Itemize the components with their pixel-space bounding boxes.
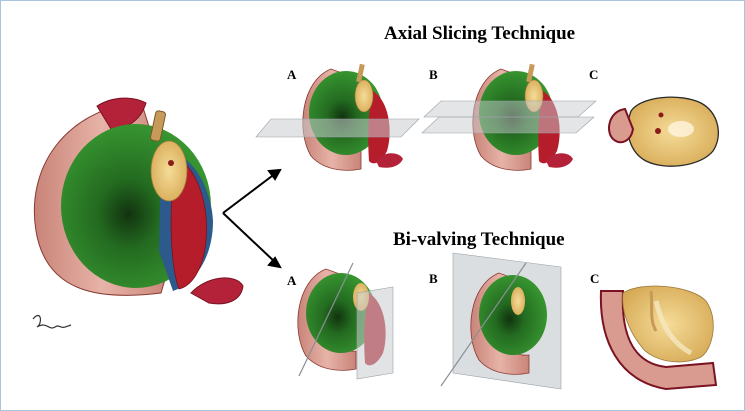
axial-label-c: C: [589, 67, 599, 82]
arrow-down: [222, 212, 277, 264]
main-specimen: [32, 97, 244, 329]
bivalve-panel-a: [297, 262, 394, 380]
axial-panel-a: [255, 63, 420, 171]
signature: [32, 314, 72, 329]
axial-plane-b1: [423, 100, 597, 118]
axial-label-a: A: [287, 67, 297, 82]
arrowhead-down: [267, 256, 282, 269]
bivalve-label-c: C: [590, 271, 600, 286]
vessel-stem-large: [150, 110, 166, 142]
axial-panel-b: [421, 63, 597, 171]
bivalve-wall-c: [599, 290, 718, 391]
axial-title: Axial Slicing Technique: [384, 23, 576, 44]
bivalve-plane-a: [356, 286, 394, 380]
bivalve-panel-c: [599, 285, 718, 391]
axial-panel-c: [608, 96, 719, 167]
bivalve-label-a: A: [287, 273, 297, 288]
bivalve-label-b: B: [429, 271, 438, 286]
arrow-up: [222, 172, 277, 214]
bivalve-panel-b: [440, 252, 562, 390]
colon-end-bottom: [190, 277, 244, 305]
branch-arrows: [222, 168, 282, 269]
axial-plane-a: [255, 118, 420, 138]
axial-plane-b2: [421, 116, 595, 134]
axial-label-b: B: [429, 67, 438, 82]
bivalve-title: Bi-valving Technique: [393, 229, 565, 250]
vessel-dot-large: [168, 160, 174, 166]
fat-cap-large: [150, 140, 188, 202]
arrowhead-up: [267, 168, 282, 181]
